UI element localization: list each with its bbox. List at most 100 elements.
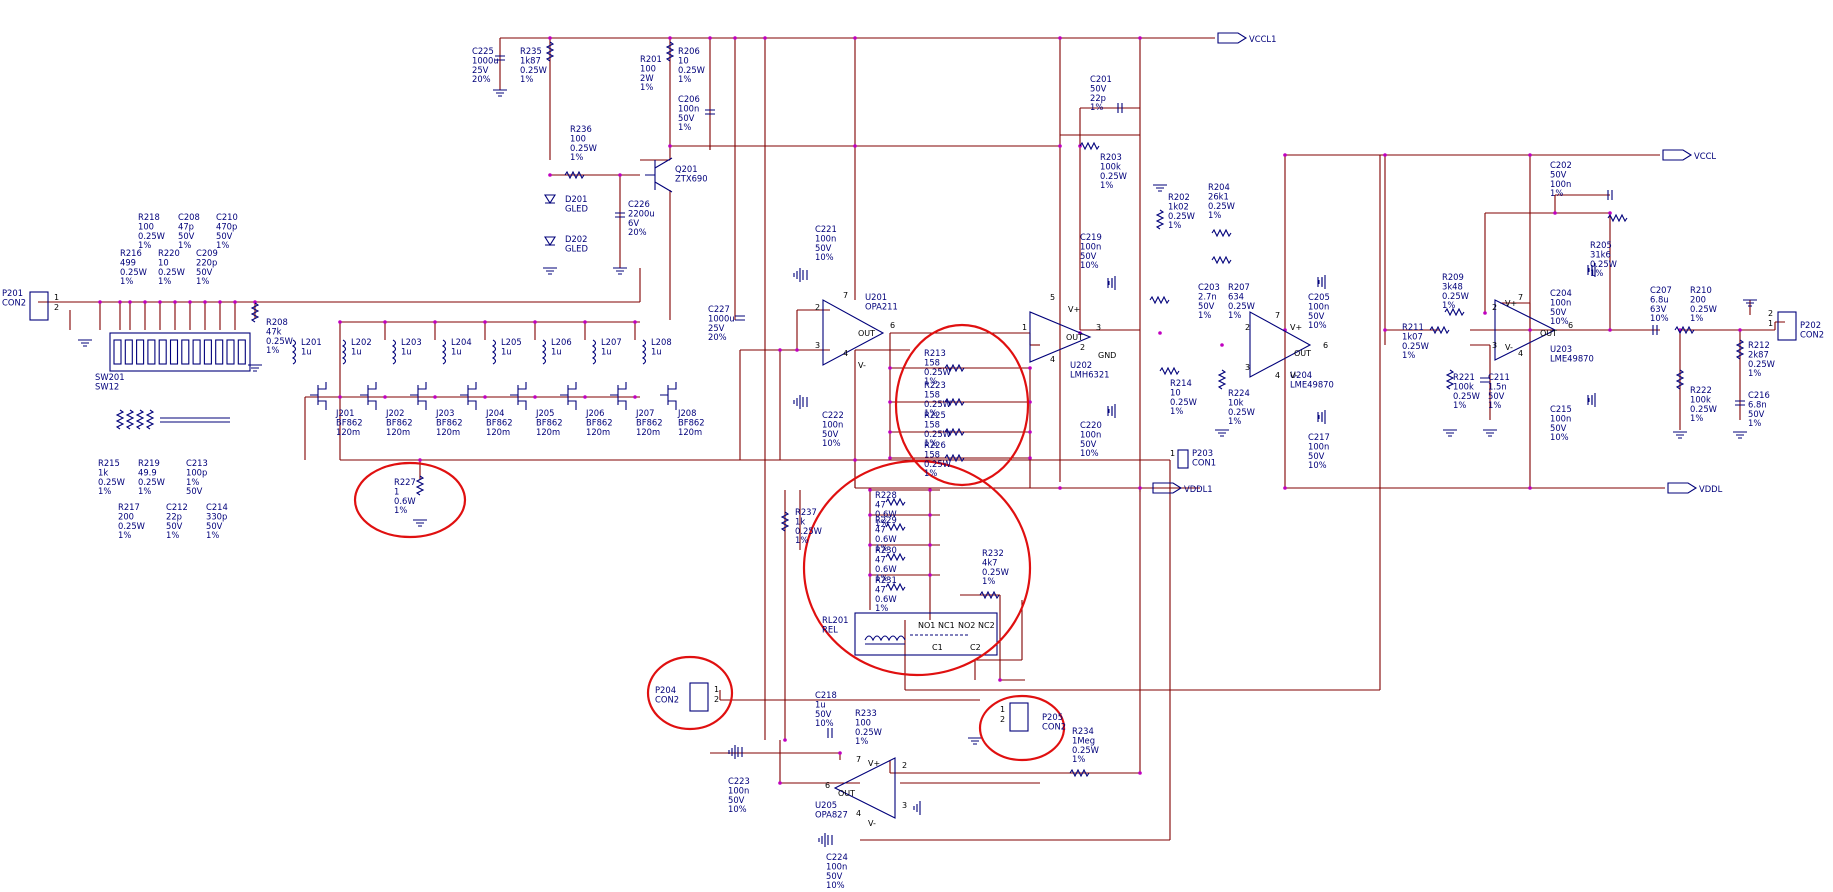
junction-dot (633, 320, 637, 324)
net-vccl1: VCCL1 (1249, 34, 1276, 44)
vccl-flag (1662, 149, 1693, 161)
c225-label-line1: C225 (472, 46, 494, 56)
r232-label-line3: 0.25W (982, 567, 1009, 577)
r206-label-line4: 1% (678, 74, 691, 84)
junction-dot (1138, 36, 1142, 40)
junction-dot (1028, 456, 1032, 460)
resistor-symbol (1211, 228, 1232, 238)
junction-dot (928, 573, 932, 577)
j208-label-line1: J208 (677, 408, 696, 418)
capacitor-symbol (170, 417, 180, 423)
r216-label-line1: R216 (120, 248, 142, 258)
capacitor-symbol (615, 212, 625, 218)
capacitor-symbol (1117, 103, 1123, 113)
inductor-symbol (541, 339, 547, 365)
c216-label-line3: 50V (1748, 409, 1765, 419)
junction-dot (733, 36, 737, 40)
r201-label-line4: 1% (640, 82, 653, 92)
junction-dot (1608, 328, 1612, 332)
j201-label-line1: J201 (335, 408, 354, 418)
ground-symbol (1153, 184, 1167, 192)
c201-label-line4: 1% (1090, 102, 1103, 112)
r212-label-line3: 0.25W (1748, 359, 1775, 369)
c225-label-line2: 1000u (472, 55, 499, 65)
resistor-symbol (944, 363, 965, 373)
wires (38, 37, 1785, 841)
p202-body (1777, 311, 1797, 341)
pin-number: OUT (858, 329, 875, 338)
relay-pin: C2 (970, 643, 981, 652)
junction-dot (1028, 430, 1032, 434)
l201-label-line2: 1u (301, 346, 312, 356)
r218-label-line1: R218 (138, 212, 160, 222)
junction-dot (98, 300, 102, 304)
c221-label-line1: C221 (815, 224, 837, 234)
r210-label-line2: 200 (1690, 294, 1706, 304)
net-vccl: VCCL (1694, 151, 1716, 161)
jfet-symbol (310, 382, 327, 410)
l208-label-line1: L208 (651, 337, 672, 347)
switch-cell (136, 339, 145, 365)
inductor-symbol (291, 339, 297, 365)
r205-label-line4: 1% (1590, 268, 1603, 278)
ground-symbol (413, 519, 427, 527)
c216-label-line1: C216 (1748, 390, 1770, 400)
junction-dot (1220, 343, 1224, 347)
j205-label-line1: J205 (535, 408, 554, 418)
r207-label-line2: 634 (1228, 291, 1244, 301)
c227-label-line1: C227 (708, 304, 730, 314)
resistor-symbol (1429, 325, 1450, 335)
j204-label-line1: J204 (485, 408, 504, 418)
r221-label-line4: 1% (1453, 400, 1466, 410)
jfet-symbol (560, 382, 577, 410)
r213-label-line1: R213 (924, 348, 946, 358)
junction-dot (928, 543, 932, 547)
capacitor-symbol (827, 835, 833, 845)
jfet-symbol (410, 382, 427, 410)
c206-label-line1: C206 (678, 94, 700, 104)
r224-label-line1: R224 (1228, 388, 1250, 398)
pin-number: 6 (825, 781, 830, 790)
junction-dot (1028, 366, 1032, 370)
l202-label-line2: 1u (351, 346, 362, 356)
r232-label-line4: 1% (982, 576, 995, 586)
r206-label-line2: 10 (678, 55, 689, 65)
p205-body (1009, 702, 1029, 732)
pin-number: V+ (1068, 305, 1080, 314)
c214-label-line3: 50V (206, 521, 223, 531)
j203-label-line3: 120m (436, 427, 460, 437)
resistor-symbol (1217, 369, 1227, 390)
q201-label-line1: Q201 (675, 164, 698, 174)
c210-label-line3: 50V (216, 231, 233, 241)
p201-label-line2: CON2 (2, 297, 26, 307)
highlight-circles (353, 323, 1066, 762)
r206-label-line3: 0.25W (678, 65, 705, 75)
u201-label-line2: OPA211 (865, 301, 898, 311)
r214-label-line4: 1% (1170, 406, 1183, 416)
pin-number: 5 (1050, 293, 1055, 302)
jfet-symbol (610, 382, 627, 410)
c208-label-line3: 50V (178, 231, 195, 241)
junction-dot (218, 300, 222, 304)
r234-label-line3: 0.25W (1072, 745, 1099, 755)
r227-label-line1: R227 (394, 477, 416, 487)
r215-label-line4: 1% (98, 486, 111, 496)
j202-label-line3: 120m (386, 427, 410, 437)
pin-number: 7 (1275, 311, 1280, 320)
